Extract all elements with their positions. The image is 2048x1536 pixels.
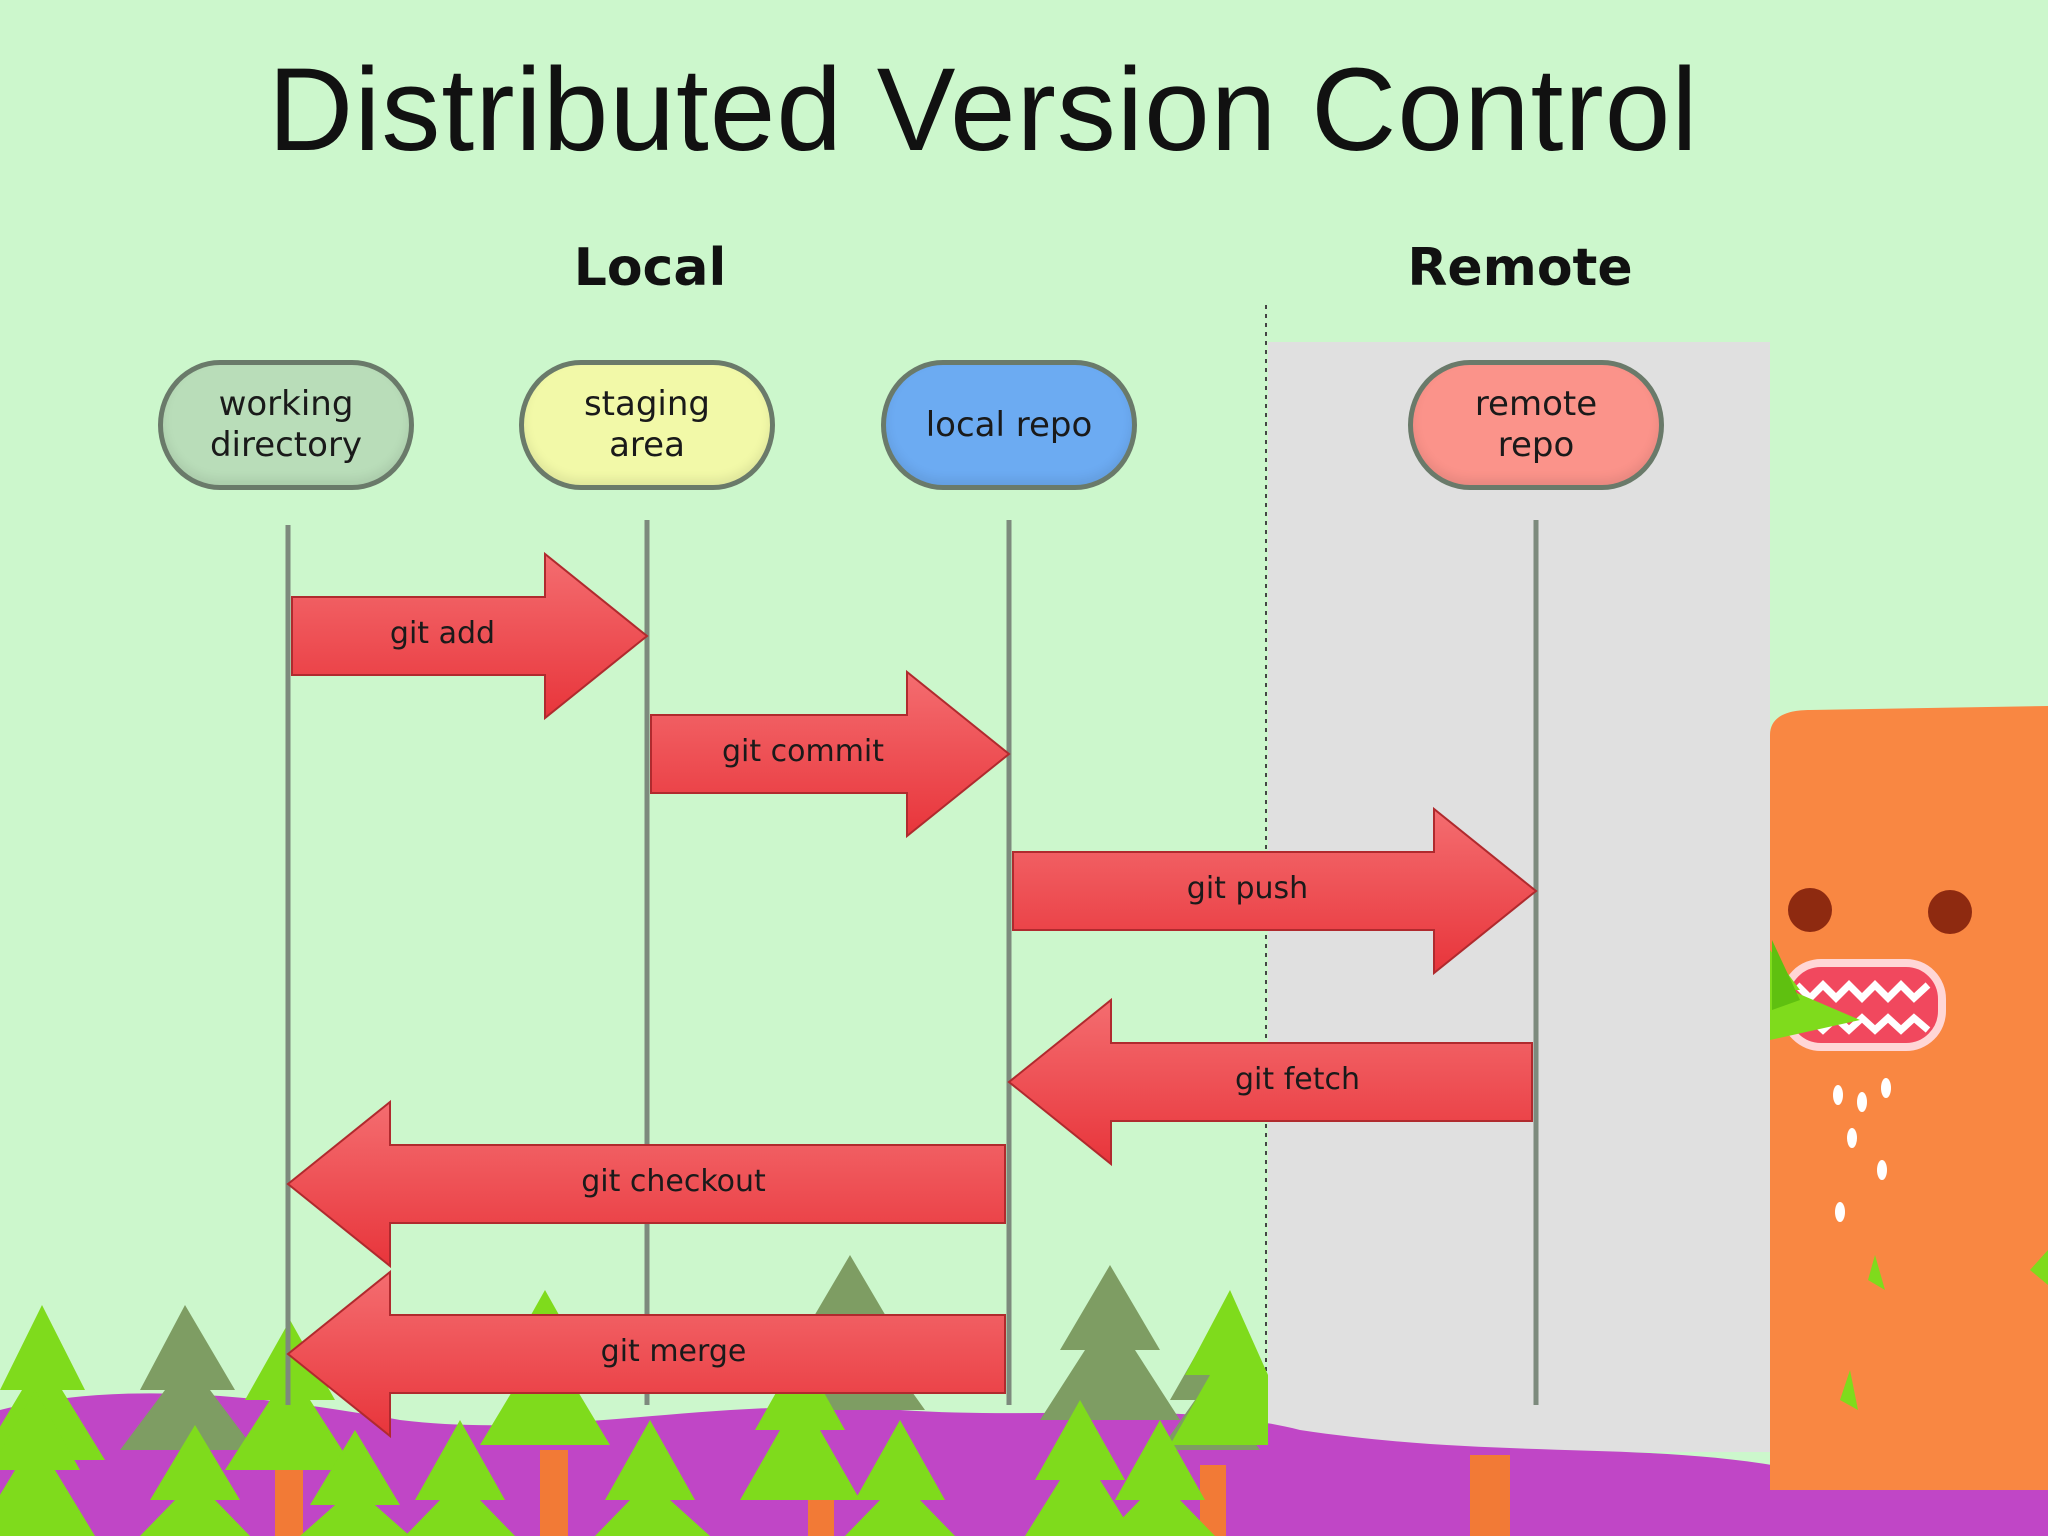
ground-right <box>1768 1490 2048 1536</box>
monster-left-eye <box>1788 888 1832 932</box>
arrow-label-git-fetch: git fetch <box>1235 1062 1360 1097</box>
monster-tree-snack <box>1770 950 1860 1040</box>
arrow-label-git-merge: git merge <box>600 1334 747 1369</box>
arrows-layer <box>286 551 1538 1439</box>
node-working-directory: working directory <box>158 360 414 490</box>
lifelines <box>285 520 1539 1405</box>
arrow-label-git-checkout: git checkout <box>581 1164 766 1199</box>
monster-right-eye <box>1928 890 1972 934</box>
arrow-label-git-push: git push <box>1186 871 1309 906</box>
orange-monster <box>1770 706 2048 1490</box>
node-staging-area: staging area <box>519 360 775 490</box>
arrow-label-git-add: git add <box>389 616 496 651</box>
monster-drool <box>1833 1078 1891 1222</box>
arrow-git-merge <box>286 1269 1006 1439</box>
section-label-remote: Remote <box>1407 238 1633 298</box>
section-label-local: Local <box>573 238 727 298</box>
node-remote-repo: remote repo <box>1408 360 1664 490</box>
arrow-label-git-commit: git commit <box>721 734 885 769</box>
arrow-git-commit <box>650 669 1011 839</box>
arrow-git-fetch <box>1007 997 1533 1167</box>
slide-title: Distributed Version Control <box>268 44 1699 176</box>
arrow-git-add <box>291 551 649 721</box>
arrow-git-push <box>1012 806 1538 976</box>
arrow-git-checkout <box>286 1099 1006 1269</box>
node-local-repo: local repo <box>881 360 1137 490</box>
